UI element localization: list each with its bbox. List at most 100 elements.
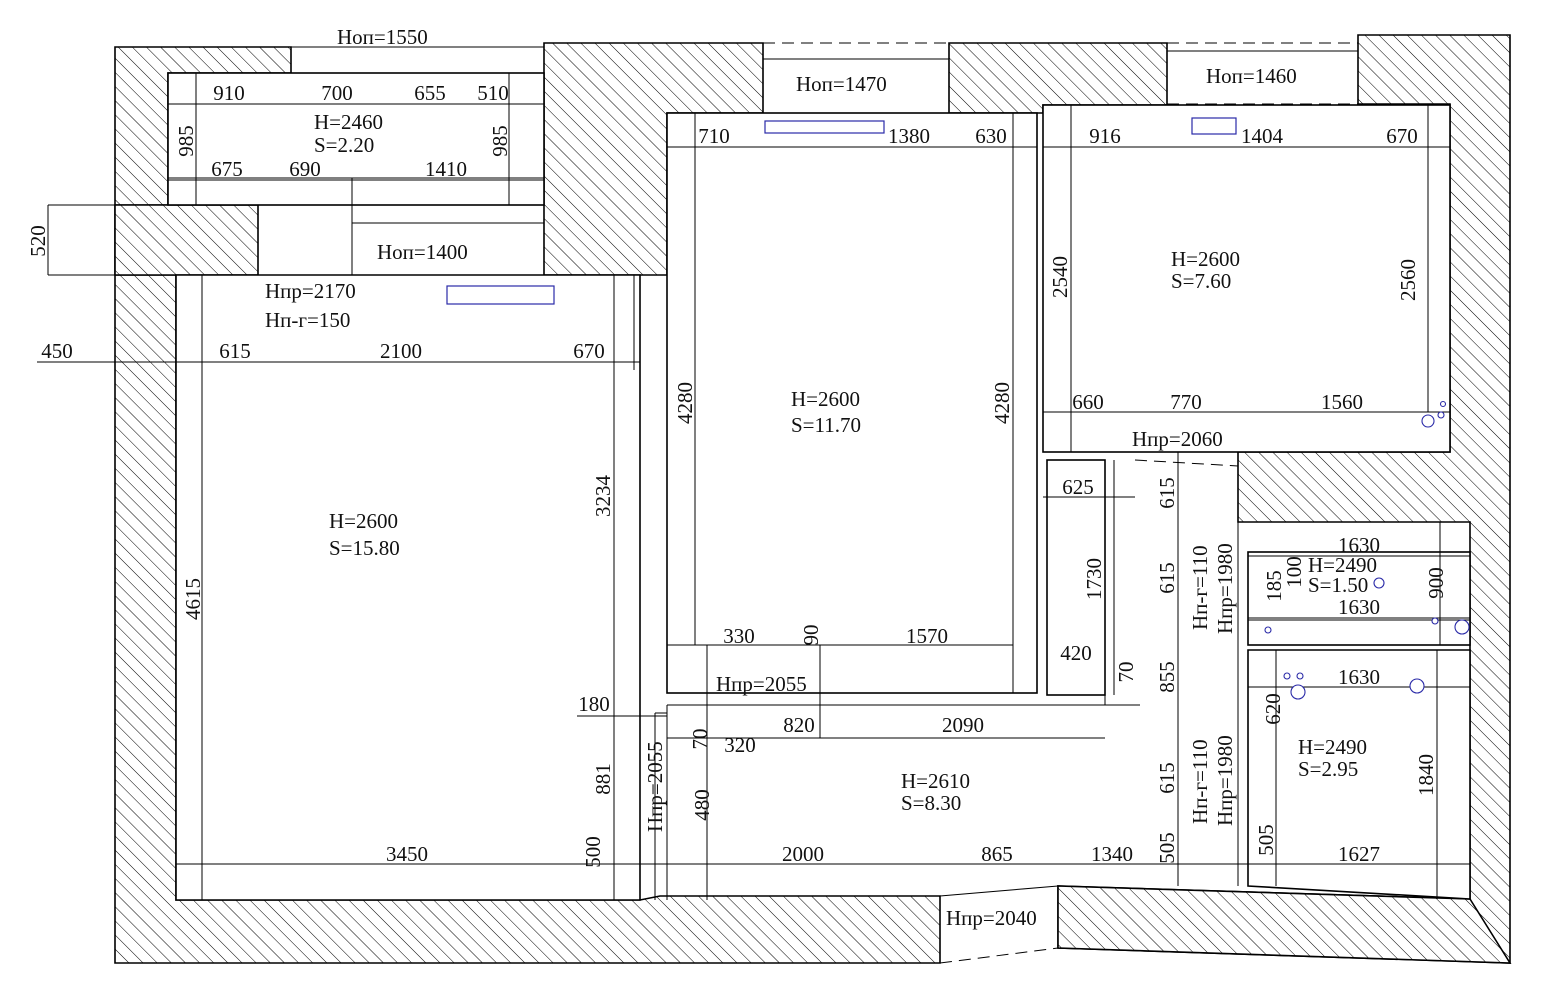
dimension-label: 480: [690, 789, 714, 821]
pipe-icon: [1421, 414, 1435, 428]
dimension-label: 615: [1155, 477, 1179, 509]
dimension-label: 690: [289, 157, 321, 181]
pipe-icon: [1264, 626, 1272, 634]
room-outline-bath-small: [1247, 551, 1471, 646]
wall-bottom-right: [1057, 885, 1512, 964]
dimension-label: 70: [688, 729, 712, 750]
pipe-icon: [1290, 684, 1306, 700]
room-living-area: S=15.80: [329, 536, 400, 560]
dimension-label: 4615: [181, 578, 205, 620]
room-bath-large-height: H=2490: [1298, 735, 1367, 759]
dimension-label: 1630: [1338, 533, 1380, 557]
dimension-label: 4280: [990, 382, 1014, 424]
dimension-label: 985: [488, 125, 512, 157]
room-hall-area: S=8.30: [901, 791, 961, 815]
dimension-label: 620: [1261, 693, 1285, 725]
dimension-label: 900: [1424, 567, 1448, 599]
dimension-label: 185: [1262, 570, 1286, 602]
dimension-label: 910: [213, 81, 245, 105]
pipe-icon: [1454, 619, 1470, 635]
dimension-lines: [37, 73, 1470, 900]
dimension-label: 625: [1062, 475, 1094, 499]
door-height-label: Нпр=2040: [946, 906, 1037, 930]
door-height-label: Нпр=1980: [1213, 735, 1237, 826]
room-outline-bath-large: [1247, 649, 1471, 900]
dimension-label: 630: [975, 124, 1007, 148]
door-height-label: Нпр=2060: [1132, 427, 1223, 451]
dimension-label: 770: [1170, 390, 1202, 414]
dimension-label: 500: [581, 836, 605, 868]
room-outlines: [167, 72, 1471, 901]
dimension-label: 820: [783, 713, 815, 737]
room-bath-small-area: S=1.50: [1308, 573, 1368, 597]
fixtures: [446, 117, 1470, 700]
door-height-label: Нпр=2055: [643, 741, 667, 832]
dimension-label: 505: [1254, 824, 1278, 856]
dimension-label: 615: [1155, 562, 1179, 594]
door-height-label: Нпр=2055: [716, 672, 807, 696]
dimension-label: 330: [723, 624, 755, 648]
dimension-label: 510: [477, 81, 509, 105]
pipe-icon: [1296, 672, 1304, 680]
radiator-icon: [764, 120, 885, 134]
dimension-label: 710: [698, 124, 730, 148]
radiator-icon: [1191, 117, 1237, 135]
dimension-label: 916: [1089, 124, 1121, 148]
dimension-label: 70: [1114, 662, 1138, 683]
room-outline-room-right: [1042, 104, 1451, 453]
dimension-label: 1627: [1338, 842, 1380, 866]
room-living-height: H=2600: [329, 509, 398, 533]
room-bedroom-height: H=2600: [791, 387, 860, 411]
room-bath-small-height: H=2490: [1308, 553, 1377, 577]
threshold-height-label: Нп-г=110: [1188, 739, 1212, 824]
window-height-label: Нoп=1460: [1206, 64, 1297, 88]
dimension-label: 1630: [1338, 595, 1380, 619]
window-height-label: Нoп=1470: [796, 72, 887, 96]
dimension-label: 1570: [906, 624, 948, 648]
dimension-label: 320: [724, 733, 756, 757]
dimension-label: 505: [1155, 832, 1179, 864]
room-right-height: H=2600: [1171, 247, 1240, 271]
wall-pier-left: [114, 204, 259, 276]
dimension-label: 655: [414, 81, 446, 105]
dimension-label: 420: [1060, 641, 1092, 665]
door-height-label: Нпр=2170: [265, 279, 356, 303]
dimension-label: 1380: [888, 124, 930, 148]
dimension-label: 660: [1072, 390, 1104, 414]
door-height-label: Нпр=1980: [1213, 543, 1237, 634]
room-labels: H=2460 S=2.20 H=2600 S=11.70 H=2600 S=7.…: [314, 110, 1377, 815]
dims-vertical: 985 985 520 2540 2560 4280 4280 3234 461…: [26, 125, 1448, 868]
room-outline-bedroom: [666, 112, 1038, 694]
dimension-label: 90: [799, 625, 823, 646]
opening-labels: Нoп=1550 Нoп=1470 Нoп=1460 Нoп=1400 Нпр=…: [265, 25, 1297, 930]
pipe-icon: [1373, 577, 1385, 589]
dimension-label: 1730: [1082, 558, 1106, 600]
dimension-label: 2090: [942, 713, 984, 737]
dimension-label: 1630: [1338, 665, 1380, 689]
dims-horizontal: 910 700 655 510 675 690 1410 710 1380 63…: [41, 81, 1418, 866]
room-outline-closet: [1046, 459, 1106, 696]
window-height-label: Нoп=1400: [377, 240, 468, 264]
room-outline-balcony: [167, 72, 545, 206]
dimension-label: 2560: [1396, 259, 1420, 301]
threshold-height-label: Нп-г=110: [1188, 545, 1212, 630]
dimension-label: 2540: [1048, 256, 1072, 298]
dimension-label: 865: [981, 842, 1013, 866]
dimension-label: 615: [219, 339, 251, 363]
dimension-label: 1404: [1241, 124, 1284, 148]
room-bedroom-area: S=11.70: [791, 413, 861, 437]
dimension-label: 450: [41, 339, 73, 363]
dimension-label: 855: [1155, 661, 1179, 693]
pipe-icon: [1409, 678, 1425, 694]
dimension-label: 985: [174, 125, 198, 157]
pipe-icon: [1437, 411, 1445, 419]
pipe-icon: [1283, 672, 1291, 680]
dimension-label: 881: [591, 763, 615, 795]
radiator-icon: [446, 285, 555, 305]
room-hall-height: H=2610: [901, 769, 970, 793]
room-outline-living: [175, 274, 641, 901]
dimension-label: 675: [211, 157, 243, 181]
dimension-label: 100: [1282, 556, 1306, 588]
dimension-label: 1840: [1414, 754, 1438, 796]
